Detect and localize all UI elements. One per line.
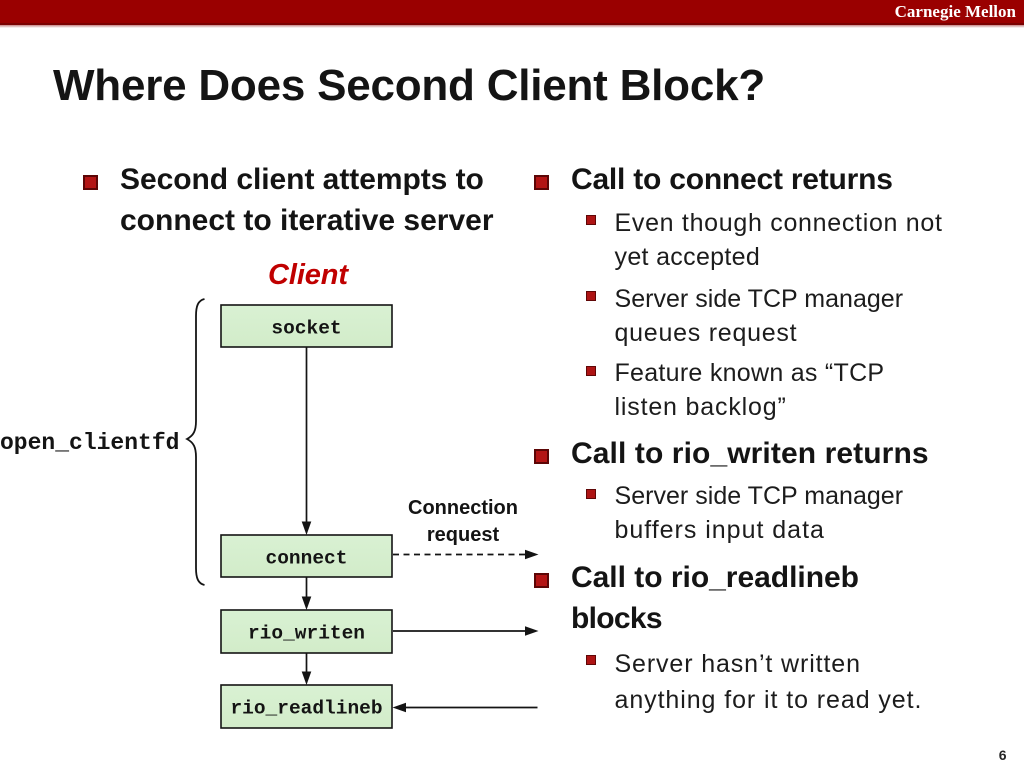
svg-text:Connection: Connection — [408, 497, 518, 519]
svg-text:open_clientfd: open_clientfd — [0, 430, 179, 456]
svg-text:connect: connect — [266, 548, 348, 570]
svg-text:request: request — [427, 524, 500, 546]
svg-text:rio_readlineb: rio_readlineb — [230, 698, 382, 720]
svg-text:socket: socket — [271, 318, 341, 340]
svg-text:rio_writen: rio_writen — [248, 623, 365, 645]
